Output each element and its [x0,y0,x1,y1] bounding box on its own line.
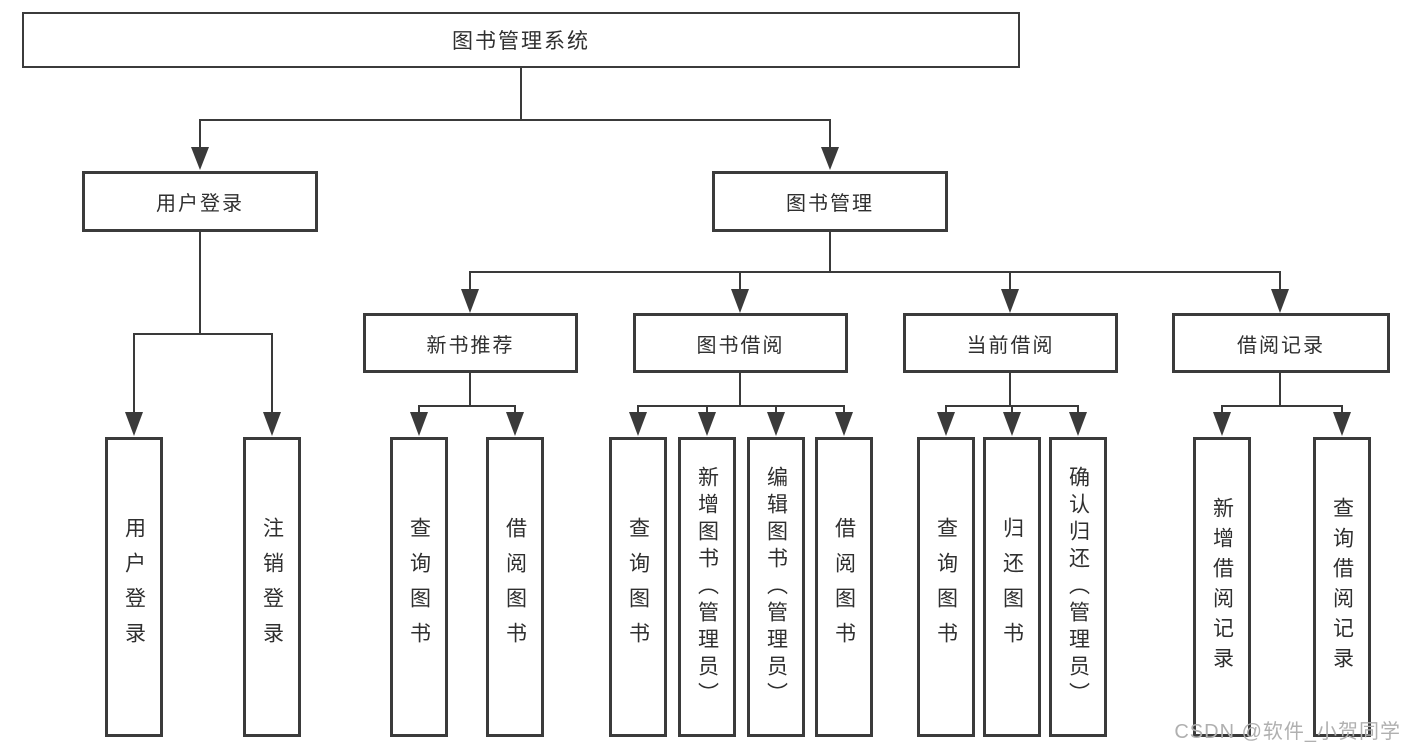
leaf-borrow-books-2: 借阅图书 [815,437,873,737]
leaf-query-books-3: 查询图书 [917,437,975,737]
node-borrow-records: 借阅记录 [1172,313,1390,373]
leaf-query-borrow-record: 查询借阅记录 [1313,437,1371,737]
leaf-confirm-return-admin: 确认归还（管理员） [1049,437,1107,737]
node-new-book-recommend: 新书推荐 [363,313,578,373]
leaf-query-books-1: 查询图书 [390,437,448,737]
csdn-watermark: CSDN @软件_小贺同学 [1174,721,1401,743]
leaf-user-login: 用户登录 [105,437,163,737]
leaf-add-book-admin: 新增图书（管理员） [678,437,736,737]
arrowheads [125,147,1351,436]
node-current-borrow: 当前借阅 [903,313,1118,373]
leaf-borrow-books-1: 借阅图书 [486,437,544,737]
leaf-add-borrow-record: 新增借阅记录 [1193,437,1251,737]
leaf-query-books-2: 查询图书 [609,437,667,737]
leaf-return-book: 归还图书 [983,437,1041,737]
leaf-logout: 注销登录 [243,437,301,737]
node-user-login: 用户登录 [82,171,318,232]
leaf-edit-book-admin: 编辑图书（管理员） [747,437,805,737]
node-book-management: 图书管理 [712,171,948,232]
node-book-borrow: 图书借阅 [633,313,848,373]
root-node-library-management-system: 图书管理系统 [22,12,1020,68]
